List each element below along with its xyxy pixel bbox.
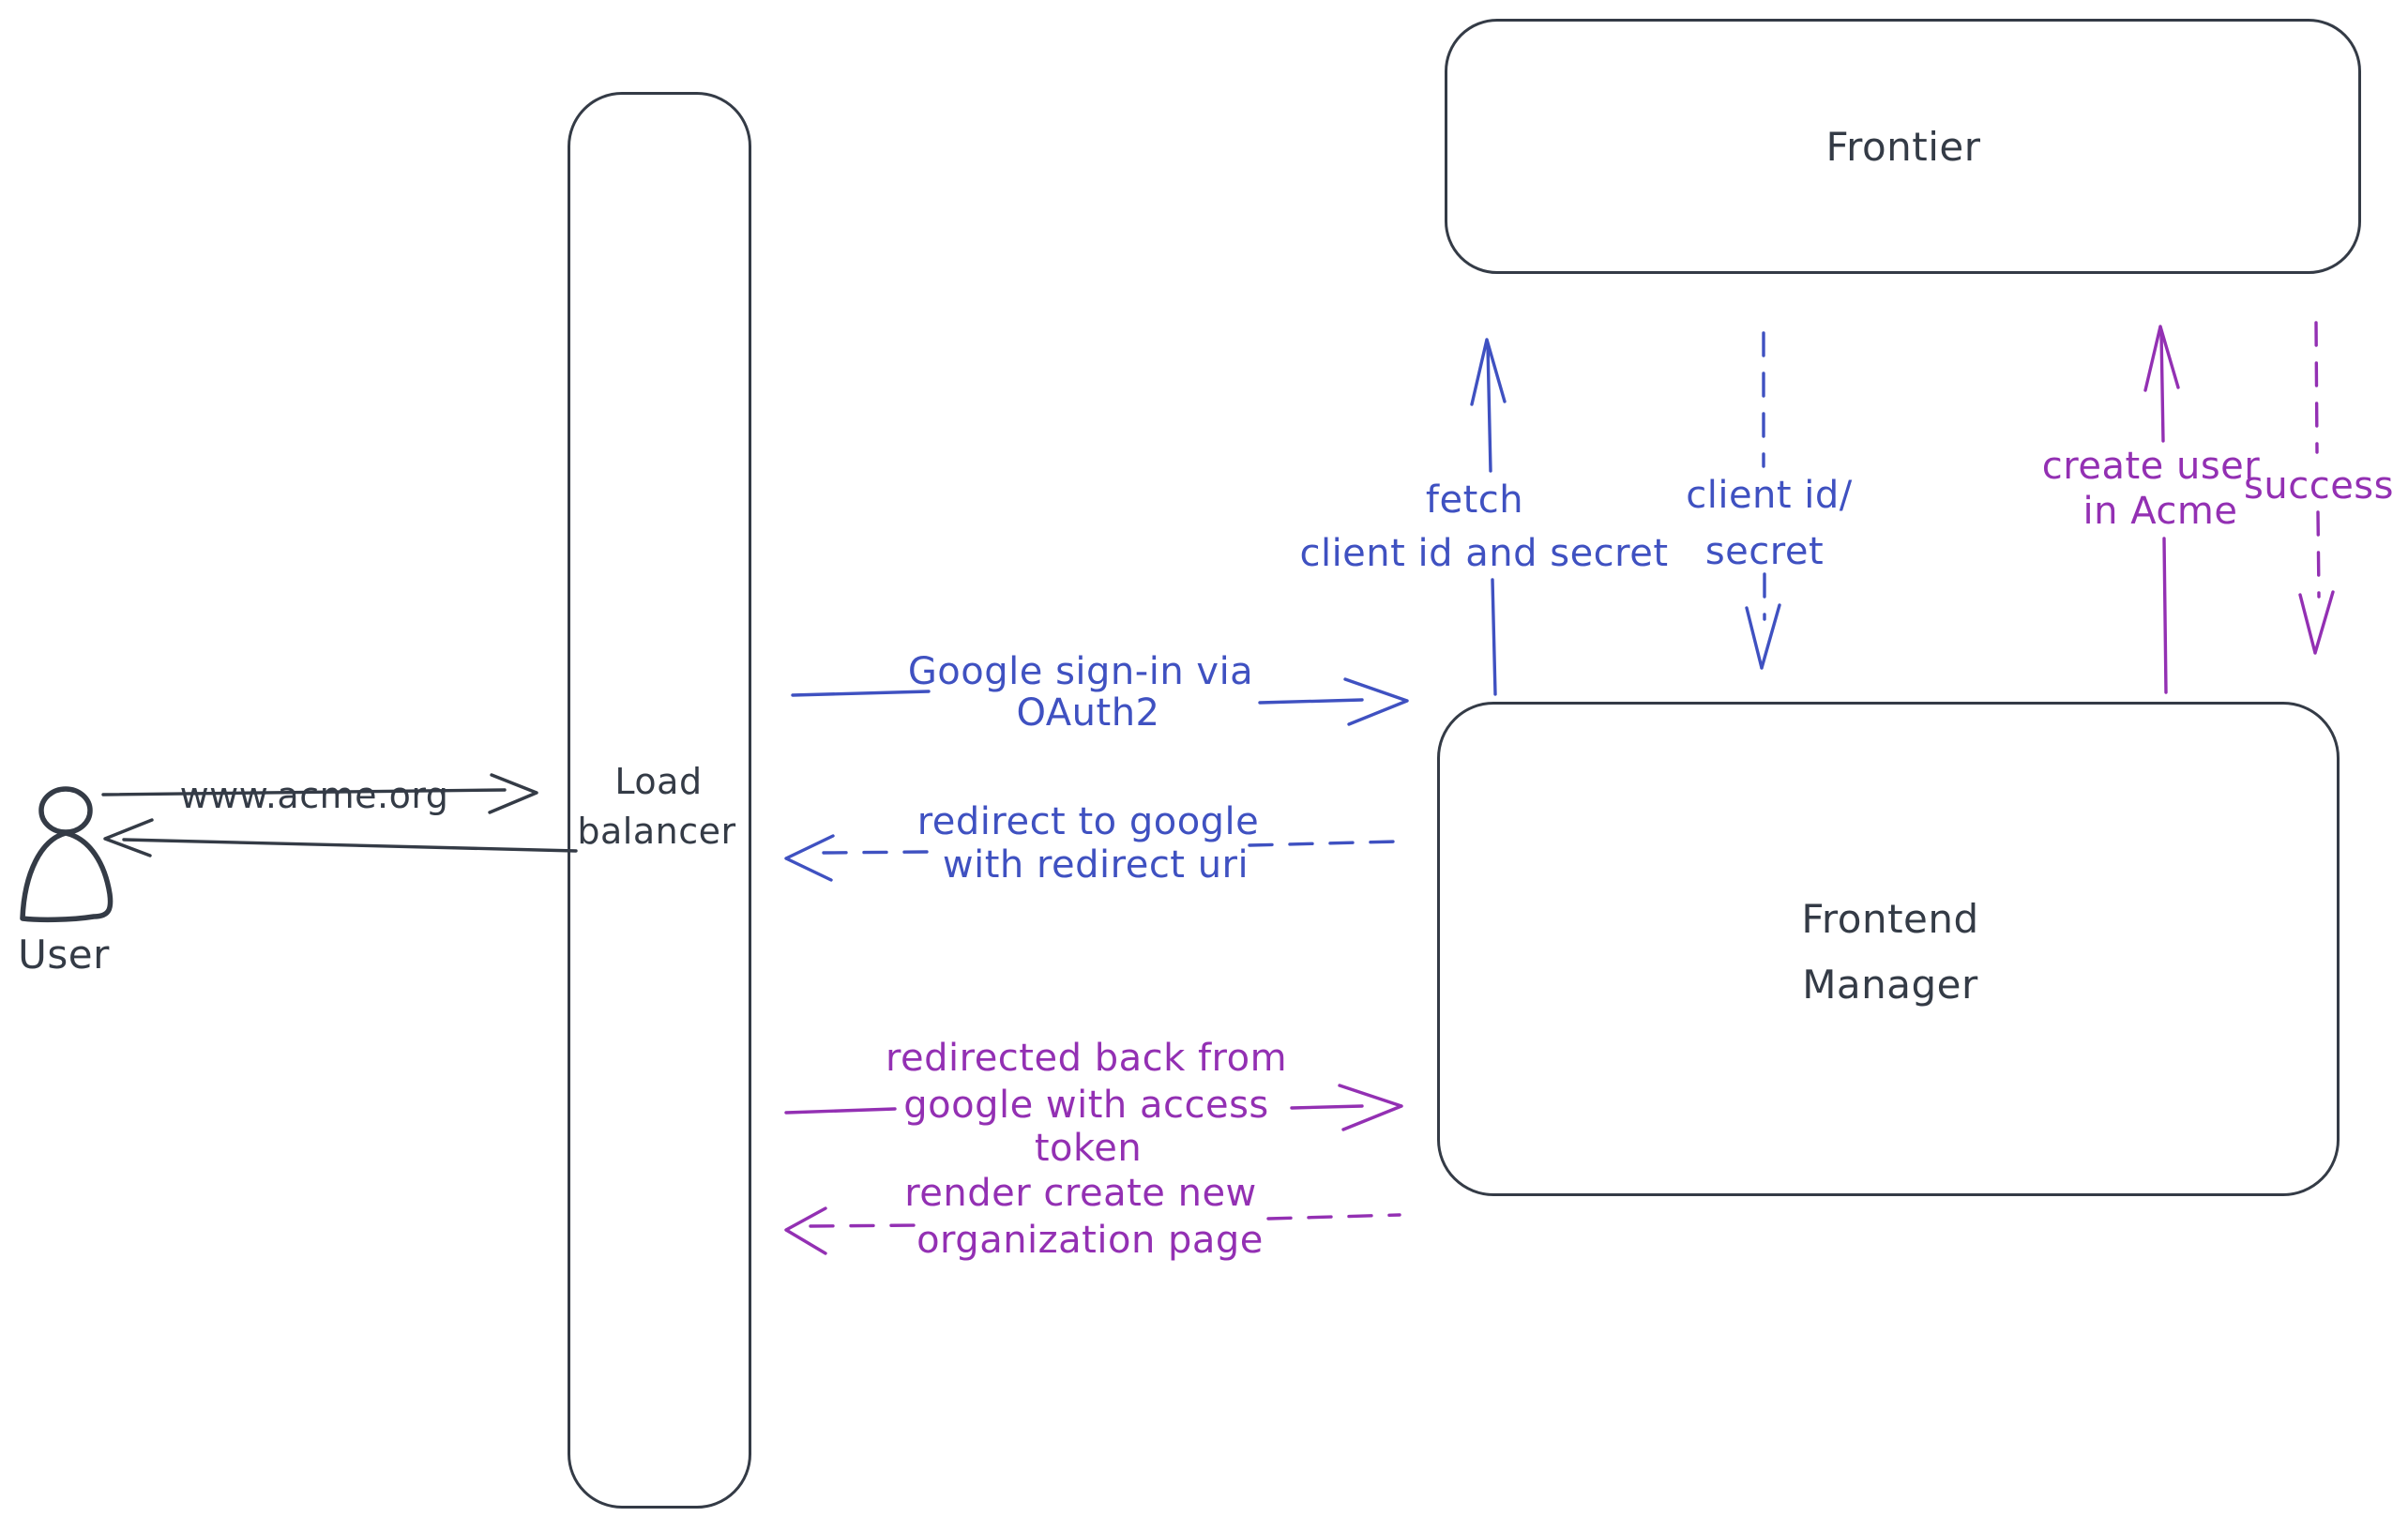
render-page-label-line1: render create new	[904, 1172, 1257, 1215]
redirected-back-label-line1: redirected back from	[885, 1037, 1288, 1080]
arrow-www-request	[101, 773, 538, 814]
load-balancer-box	[568, 92, 751, 1509]
create-user-label-line2: in Acme	[2082, 490, 2238, 533]
redirected-back-label-line2: google with access	[903, 1084, 1269, 1127]
arrow-success	[2298, 321, 2335, 655]
arrow-google-signin	[791, 677, 1409, 726]
render-page-label-line2: organization page	[916, 1219, 1264, 1262]
google-signin-label-line2: OAuth2	[1016, 691, 1160, 735]
load-balancer-label-line2: balancer	[577, 811, 736, 852]
arrow-client-id-secret	[1745, 331, 1781, 670]
arrow-www-response	[103, 818, 578, 857]
frontier-label: Frontier	[1825, 124, 1981, 170]
arrow-redirected-back	[784, 1084, 1403, 1131]
frontier-box	[1445, 19, 2361, 274]
client-id-secret-label-line2: secret	[1704, 530, 1825, 573]
frontend-manager-label-line1: Frontend	[1801, 896, 1979, 942]
redirected-back-label-line3: token	[1034, 1127, 1143, 1170]
load-balancer-label-line1: Load	[614, 761, 703, 802]
arrow-redirect-google	[784, 834, 1400, 882]
success-label: success	[2244, 464, 2394, 508]
user-person-icon	[20, 786, 114, 923]
frontend-manager-label-line2: Manager	[1802, 962, 1978, 1008]
create-user-label-line1: create user	[2041, 445, 2261, 488]
fetch-secret-label-line1: fetch	[1425, 478, 1524, 522]
arrow-create-user	[2143, 325, 2180, 694]
fetch-secret-label-line2: client id and secret	[1299, 532, 1669, 575]
frontend-manager-box	[1437, 702, 2340, 1196]
redirect-google-label-line1: redirect to google	[916, 800, 1260, 843]
redirect-google-label-line2: with redirect uri	[942, 843, 1249, 887]
www-request-label: www.acme.org	[179, 775, 449, 816]
arrow-render-page	[784, 1206, 1401, 1255]
google-signin-label-line1: Google sign-in via	[907, 650, 1254, 693]
user-label: User	[18, 932, 110, 978]
arrow-fetch-secret	[1470, 338, 1507, 696]
client-id-secret-label-line1: client id/	[1686, 474, 1853, 517]
